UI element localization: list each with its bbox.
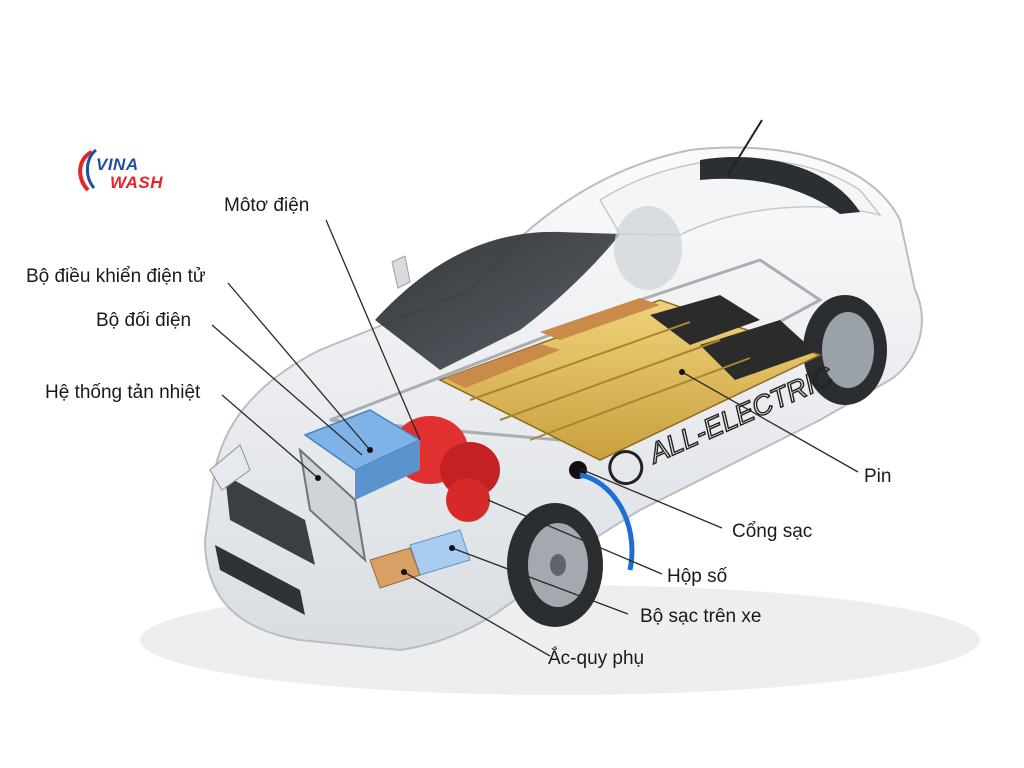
front-wheel xyxy=(507,503,603,627)
charge-cable xyxy=(579,472,635,571)
side-mirror xyxy=(391,255,411,289)
label-battery: Pin xyxy=(864,466,892,487)
battery-pack xyxy=(438,295,822,461)
label-gearbox: Hộp số xyxy=(667,566,728,587)
front-grille xyxy=(225,475,315,565)
leader-motor xyxy=(325,219,421,441)
left-headlight xyxy=(209,444,251,491)
lower-grille xyxy=(215,545,305,615)
leader-battery xyxy=(681,371,859,473)
leader-lines xyxy=(211,219,859,657)
leader-onboard-charger xyxy=(451,547,629,615)
antenna xyxy=(727,119,763,176)
label-aux-battery: Ắc-quy phụ xyxy=(548,648,645,669)
label-controller: Bộ điều khiển điện tử xyxy=(26,266,206,287)
label-charge-port: Cổng sạc xyxy=(732,521,813,542)
rear-wheel-far xyxy=(614,206,682,290)
leader-charge-port xyxy=(577,467,723,529)
rear-wheel xyxy=(803,295,887,405)
logo-line2: WASH xyxy=(110,173,163,192)
label-inverter: Bộ đối điện xyxy=(96,310,192,331)
inverter-side xyxy=(355,440,420,500)
leader-aux-battery xyxy=(403,571,551,657)
vinawash-logo: VINA WASH xyxy=(74,148,174,196)
leader-gearbox xyxy=(487,499,663,575)
leader-controller xyxy=(227,282,371,451)
label-cooling: Hệ thống tản nhiệt xyxy=(45,382,201,403)
leader-inverter xyxy=(211,324,363,456)
logo-swoosh-icon xyxy=(78,148,98,192)
rear-window xyxy=(700,157,860,214)
leader-cooling xyxy=(221,394,319,479)
aux-battery xyxy=(369,547,421,589)
label-motor: Môtơ điện xyxy=(224,195,310,216)
leaf-logo-icon xyxy=(608,450,644,486)
label-onboard-charger: Bộ sạc trên xe xyxy=(640,606,762,627)
logo-line1: VINA xyxy=(96,155,139,174)
leader-dots xyxy=(315,369,685,575)
windshield xyxy=(375,231,620,370)
